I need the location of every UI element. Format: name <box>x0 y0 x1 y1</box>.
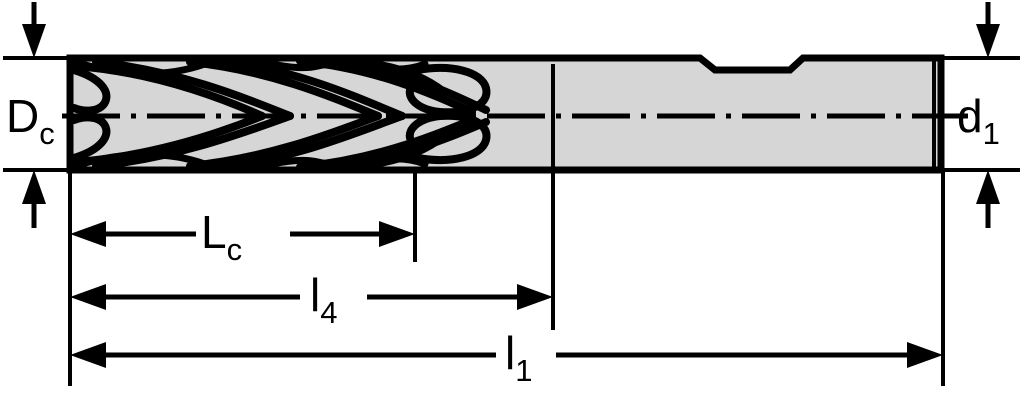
arrowhead-lc-left <box>70 221 106 247</box>
arrowhead-d1-top <box>976 24 1000 58</box>
dimension-label-l1-symbol: l <box>505 327 515 379</box>
dimension-label-l4: l4 <box>310 269 337 330</box>
flute-helix-upper-3 <box>186 58 382 120</box>
dimension-label-l1: l1 <box>505 327 532 388</box>
extension-lines-group <box>3 56 1020 386</box>
flute-helix-lower-4 <box>208 112 406 172</box>
dimension-label-d1: d1 <box>957 90 1000 151</box>
arrowhead-l1-left <box>70 342 106 368</box>
dimension-d1-group: d1 <box>957 2 1000 228</box>
end-face-edge-upper <box>70 66 111 115</box>
dimension-label-lc: Lc <box>201 206 242 267</box>
dimension-label-lc-subscript: c <box>227 232 243 267</box>
dimension-label-l1-subscript: 1 <box>515 353 532 388</box>
flute-helix-lower-3 <box>186 112 382 170</box>
dimension-dc-group: Dc <box>6 2 55 228</box>
arrowhead-d1-bottom <box>976 170 1000 204</box>
dimension-label-l4-symbol: l <box>310 269 320 321</box>
flute-runout-lower <box>405 111 491 164</box>
dimension-l4-group: l4 <box>70 269 553 330</box>
arrowhead-l1-right <box>907 342 943 368</box>
flute-runout-group <box>356 58 491 170</box>
flute-runout-tail-lower <box>356 132 448 170</box>
arrowhead-l4-left <box>70 284 106 310</box>
flute-helix-upper-4 <box>208 56 406 120</box>
dimension-label-dc-symbol: D <box>6 90 39 142</box>
arrowhead-dc-top <box>22 24 46 58</box>
dimension-label-d1-subscript: 1 <box>983 116 1000 151</box>
flute-runout-upper <box>405 64 491 117</box>
arrowhead-lc-right <box>379 221 415 247</box>
dimension-label-lc-symbol: L <box>201 206 227 258</box>
dimension-label-dc: Dc <box>6 90 55 151</box>
dimension-label-d1-symbol: d <box>957 90 983 142</box>
dimension-lc-group: Lc <box>70 206 415 267</box>
flute-helix-lower-2 <box>92 112 294 170</box>
dimension-label-dc-subscript: c <box>39 116 55 151</box>
arrowhead-l4-right <box>517 284 553 310</box>
flute-runout-tail-upper <box>356 58 448 96</box>
flute-helix-upper-2 <box>92 58 294 120</box>
dimension-label-l4-subscript: 4 <box>320 295 337 330</box>
arrowhead-dc-bottom <box>22 170 46 204</box>
dimension-l1-group: l1 <box>70 327 943 388</box>
